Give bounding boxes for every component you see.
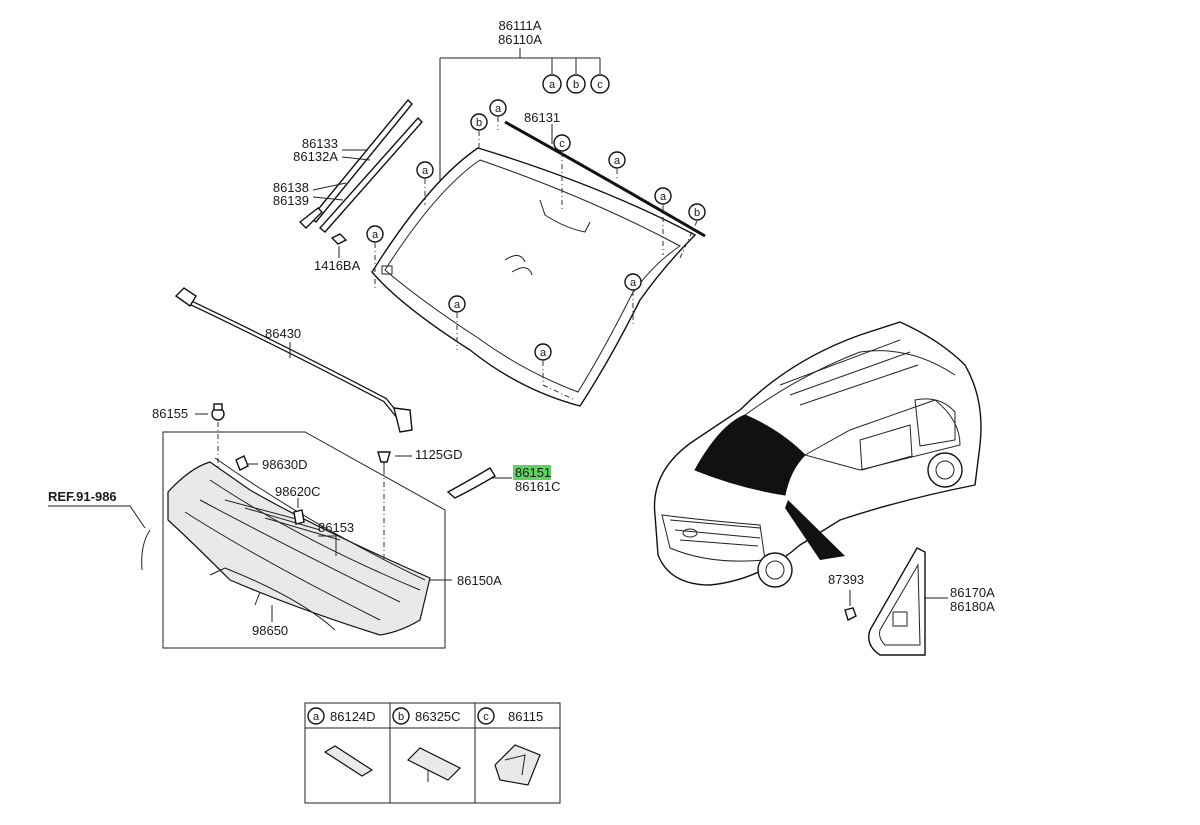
- label-86151[interactable]: 86151: [515, 465, 551, 480]
- svg-text:a: a: [495, 103, 502, 115]
- grommet-98630D: 98630D: [235, 455, 308, 472]
- windshield-glass: [371, 147, 697, 407]
- highlight-86151: [513, 465, 551, 480]
- label-ref-91-986[interactable]: REF.91-986: [48, 489, 117, 504]
- ref-91-986: REF.91-986: [48, 489, 151, 571]
- svg-text:a: a: [454, 299, 461, 311]
- label-98630D[interactable]: 98630D: [262, 457, 308, 472]
- label-86161C[interactable]: 86161C: [515, 479, 561, 494]
- legend-b: b 86325C: [392, 707, 462, 782]
- svg-text:a: a: [630, 277, 637, 289]
- legend-table: a 86124D b 86325C c 86115: [304, 702, 561, 804]
- svg-text:a: a: [549, 79, 556, 91]
- svg-text:a: a: [422, 165, 429, 177]
- label-86111A[interactable]: 86111A: [499, 18, 542, 33]
- bolt-1125GD: 1125GD: [377, 447, 462, 560]
- legend-c-part[interactable]: 86115: [508, 709, 543, 724]
- svg-text:c: c: [597, 79, 603, 91]
- windshield-callouts: a b c a a b a a a a a: [366, 99, 706, 401]
- label-86139[interactable]: 86139: [273, 193, 309, 208]
- windshield-label-group: 86111A 86110A a b c: [439, 18, 610, 225]
- legend-c: c 86115: [477, 707, 543, 786]
- label-1125GD[interactable]: 1125GD: [415, 447, 462, 462]
- callout-b-top: b: [566, 74, 586, 94]
- label-86155[interactable]: 86155: [152, 406, 188, 421]
- label-86153[interactable]: 86153: [318, 520, 354, 535]
- nut-87393: 87393: [828, 572, 864, 621]
- svg-text:a: a: [313, 711, 320, 723]
- vehicle-illustration: [653, 321, 982, 588]
- svg-text:a: a: [540, 347, 547, 359]
- label-98650[interactable]: 98650: [252, 623, 288, 638]
- bracket-86151: 86151 86161C: [446, 465, 561, 499]
- svg-text:a: a: [660, 191, 667, 203]
- label-86170A[interactable]: 86170A: [950, 585, 995, 600]
- cowl-assembly-box: 86153 98650 86150A: [162, 431, 502, 649]
- svg-text:b: b: [476, 117, 482, 129]
- svg-text:a: a: [372, 229, 379, 241]
- svg-text:a: a: [614, 155, 621, 167]
- label-86131[interactable]: 86131: [524, 110, 560, 125]
- label-86133[interactable]: 86133: [302, 136, 338, 151]
- svg-text:b: b: [398, 711, 404, 723]
- label-1416BA[interactable]: 1416BA: [314, 258, 361, 273]
- label-98620C[interactable]: 98620C: [275, 484, 321, 499]
- label-86138[interactable]: 86138: [273, 180, 309, 195]
- svg-text:c: c: [483, 711, 489, 723]
- top-molding: 86131: [504, 110, 706, 238]
- svg-text:b: b: [573, 79, 579, 91]
- quarter-glass: 86170A 86180A: [868, 547, 995, 656]
- legend-b-part[interactable]: 86325C: [415, 709, 461, 724]
- svg-text:b: b: [694, 207, 700, 219]
- label-86132A[interactable]: 86132A: [293, 149, 338, 164]
- label-86150A[interactable]: 86150A: [457, 573, 502, 588]
- label-86110A[interactable]: 86110A: [498, 32, 542, 47]
- legend-a: a 86124D: [307, 707, 376, 777]
- seal-86430: 86430: [174, 287, 413, 433]
- legend-a-part[interactable]: 86124D: [330, 709, 376, 724]
- side-moldings: 86133 86132A 86138 86139 1416BA: [273, 98, 423, 273]
- callout-c-top: c: [590, 74, 610, 94]
- clip-98620C: 98620C: [275, 484, 321, 525]
- callout-a-top: a: [542, 74, 562, 94]
- svg-text:c: c: [559, 138, 565, 150]
- label-86180A[interactable]: 86180A: [950, 599, 995, 614]
- label-86430[interactable]: 86430: [265, 326, 301, 341]
- label-87393[interactable]: 87393: [828, 572, 864, 587]
